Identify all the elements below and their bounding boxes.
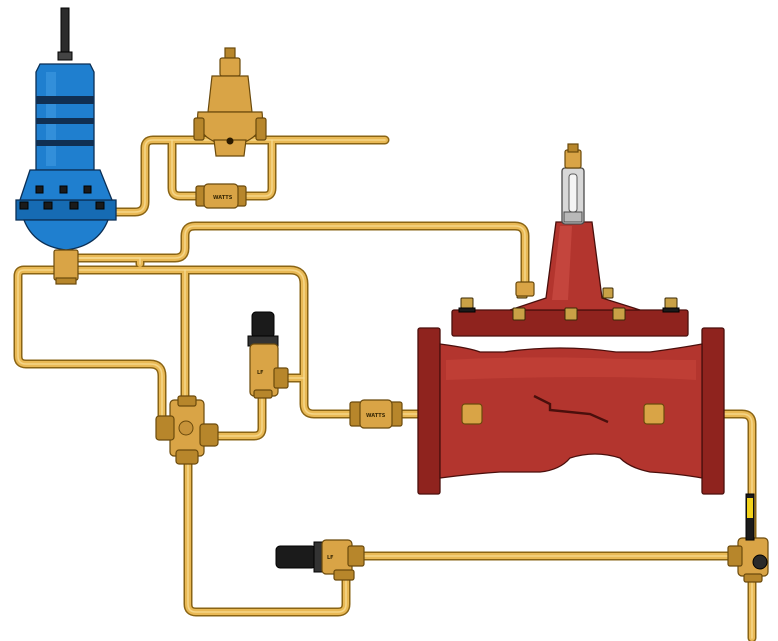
pilot-valve [15,7,117,285]
outlet-port-fitting [643,403,665,425]
strainer-upper: LF [247,311,289,399]
main-valve-cover [509,221,641,311]
tee-left-port [155,415,175,441]
ball-valve-tag [747,498,753,518]
tube-strainer-upper-pipe-in [209,389,265,439]
check-valve-body [203,183,239,209]
prv-adjust-screw [224,47,236,59]
tube-prv-supply-pipe-hi [114,139,386,213]
bolt [662,297,680,313]
tube-pilot-stub-pipe-in [65,255,143,267]
tee-bottom-port [175,449,199,465]
tube-prv-supply-pipe-in [112,137,388,215]
bolt [458,297,476,313]
tube-center-down-pipe [183,447,351,617]
inlet-flange [417,327,441,495]
pressure-reducing-valve [193,47,267,157]
tube-prv-supply-pipe [110,135,390,217]
internal-seat-line [533,394,609,424]
pilot-bolts [19,185,105,210]
strainer-lower: LF [275,539,365,581]
check-valve-body [359,399,393,429]
check-valve-brand: WATTS [213,195,233,201]
bonnet-bolts [458,287,680,321]
check-valve-lower: WATTS [349,399,403,429]
check-valve-brand: WATTS [366,413,386,419]
bolt [512,307,526,321]
cover-port-fitting [515,281,535,297]
tube-strainer-upper-pipe [207,387,267,441]
main-valve [417,143,725,495]
outlet-flange [701,327,725,495]
center-tee-fitting [155,395,219,465]
inlet-port-fitting [461,403,483,425]
bolt [612,307,626,321]
check-valve-upper: WATTS [195,183,247,209]
strainer-cap [275,545,317,569]
pilot-body [53,249,79,281]
tube-center-down-pipe-hi [187,451,347,613]
strainer-cap [251,311,275,339]
tube-outlet-pipe-hi [654,413,753,639]
strainer-mark: LF [327,555,334,561]
pilot-spring-housing [35,63,95,171]
ball-valve [727,493,769,583]
tube-inlet-sense-pipe-hi [67,269,471,415]
ball-valve-handle [752,554,768,570]
strainer-mark: LF [257,370,264,376]
tube-strainer-upper-pipe-hi [211,391,263,437]
bolt [564,307,578,321]
tube-center-down-pipe-in [185,449,349,615]
pilot-adjusting-stem [60,7,70,59]
tee-right-port [199,423,219,447]
prv-port [226,137,234,145]
position-indicator [561,143,585,225]
bolt [602,287,614,299]
tube-left-loop-pipe-hi [17,269,163,417]
tube-left-loop-pipe [13,265,167,421]
tube-pilot-stub-pipe-hi [67,257,141,265]
tube-cover-loop-pipe-hi [67,225,526,293]
tube-left-loop-pipe-in [15,267,165,419]
